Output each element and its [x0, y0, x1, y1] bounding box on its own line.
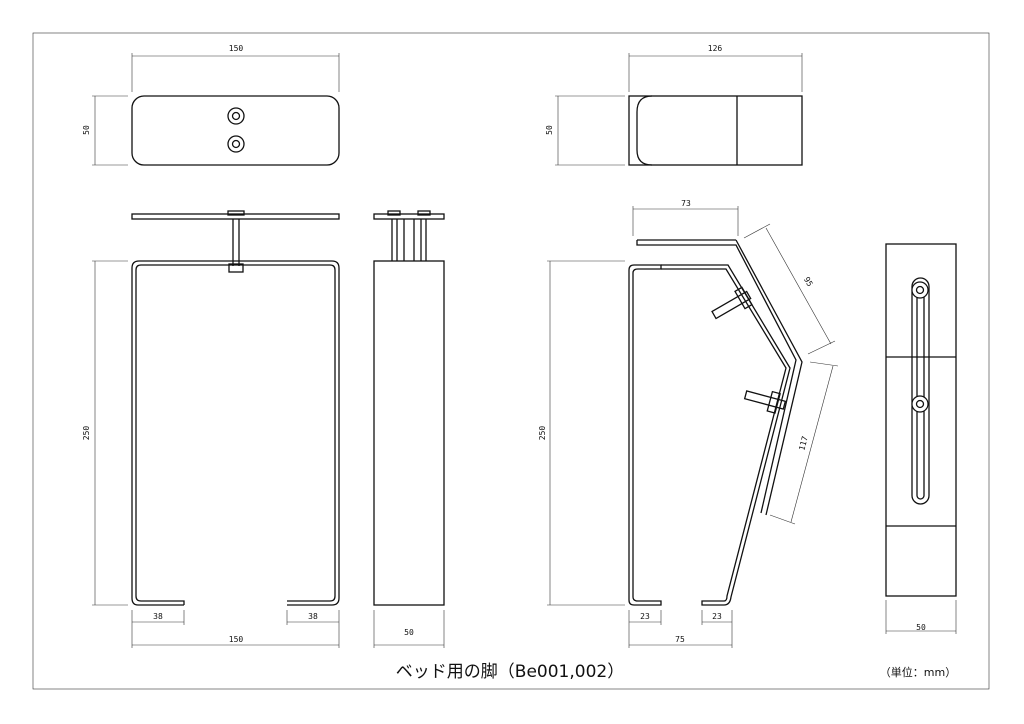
dim-angled-flange-right: 23 [712, 612, 722, 621]
dim-angled-diag-lower: 117 [797, 435, 809, 451]
dim-back-width: 50 [916, 623, 926, 632]
dim-end-width: 50 [404, 628, 414, 637]
dim-front-flange-right: 38 [308, 612, 318, 621]
sheet-border [32, 32, 990, 690]
dim-front-width: 150 [229, 635, 244, 644]
dim-top-width: 150 [229, 44, 244, 53]
end-view [373, 210, 445, 648]
drawing-title: ベッド用の脚（Be001,002） [396, 662, 624, 682]
dim-angled-width: 75 [675, 635, 685, 644]
unit-note: （単位：mm） [880, 665, 956, 679]
side-top-view [555, 53, 803, 166]
dim-top-height: 50 [82, 125, 91, 135]
front-view [92, 210, 340, 648]
dim-angled-height: 250 [538, 426, 547, 441]
dim-front-height: 250 [82, 426, 91, 441]
dim-angled-top: 73 [681, 199, 691, 208]
angled-view [547, 206, 839, 648]
dim-side-top-width: 126 [708, 44, 723, 53]
dim-angled-diag-upper: 95 [802, 275, 815, 288]
dim-side-top-height: 50 [545, 125, 554, 135]
dim-angled-flange-left: 23 [640, 612, 650, 621]
back-view [885, 243, 957, 634]
top-view [92, 53, 340, 166]
dim-front-flange-left: 38 [153, 612, 163, 621]
